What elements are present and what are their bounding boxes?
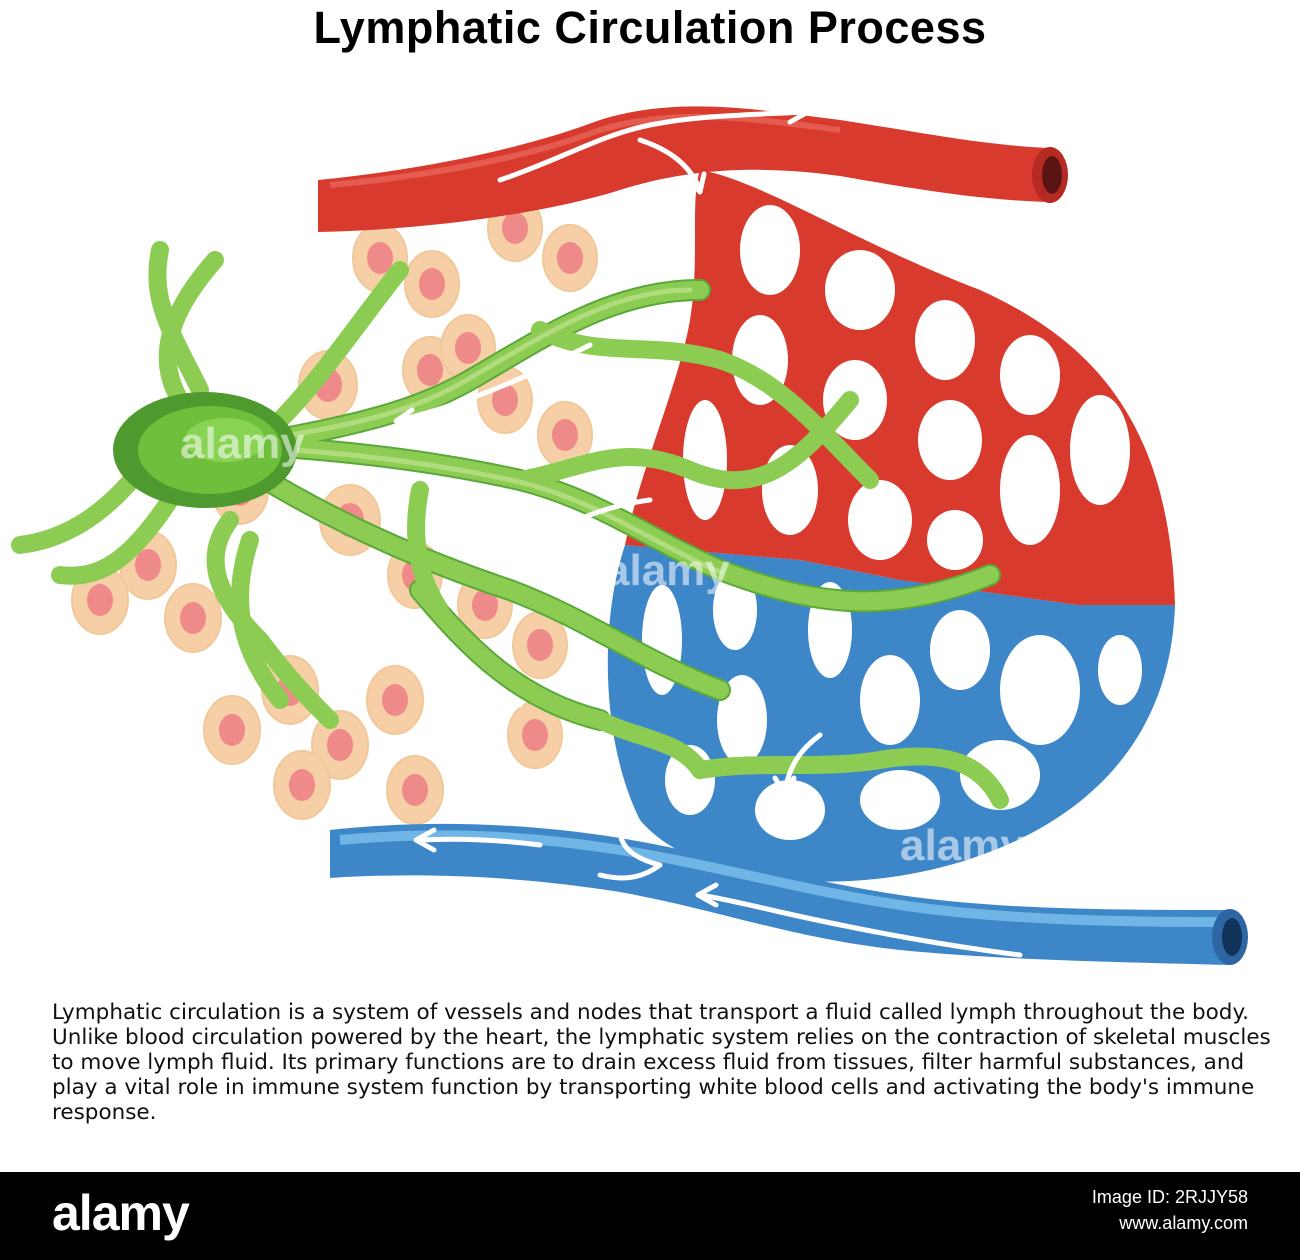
site-url-label: www.alamy.com [1119,1213,1248,1233]
flow-arrows [393,99,1023,958]
arterial-capillary-bed [625,170,1175,605]
image-id-label: Image ID: 2RJJY58 [1091,1187,1248,1207]
lymph-flow-arrow [523,497,653,551]
watermark-text: alamy [900,821,1025,870]
tissue-cell [537,401,593,469]
lymph-flow-arrow [393,342,593,433]
arterial-branch-arrow [637,137,707,195]
lymph-flow-arrow [772,732,823,797]
tissue-cell [507,701,563,769]
tissue-cell [273,750,331,820]
venous-flow-arrow [695,882,1023,958]
diagram-title: Lymphatic Circulation Process [313,2,987,53]
watermarks: alamy alamy alamy [180,419,1025,870]
footer-bar: alamy Image ID: 2RJJY58 www.alamy.com [0,1172,1300,1260]
tissue-cell [404,250,460,318]
footer-meta: Image ID: 2RJJY58 www.alamy.com [1092,1184,1248,1236]
watermark-text: alamy [180,419,305,468]
tissue-cell [203,695,261,765]
tissue-cell [366,665,424,735]
lymphatic-vessels [11,241,1009,809]
lymph-node [113,392,297,508]
tissue-cell [542,224,598,292]
venous-flow-arrow [597,827,663,881]
arterial-flow-arrow [497,99,811,183]
tissue-cell [386,755,444,825]
watermark-text: alamy [605,546,730,595]
description-paragraph: Lymphatic circulation is a system of ves… [52,1000,1271,1125]
vein [330,823,1248,965]
tissue-cell [512,611,568,679]
lymphatic-diagram: alamy alamy alamy [11,99,1248,965]
footer-logo: alamy [52,1185,190,1241]
tissue-cell [164,583,222,653]
venous-flow-arrow [413,827,543,853]
lymph-flow-arrow [449,699,523,723]
artery [318,106,1068,232]
tissue-cell [477,366,533,434]
